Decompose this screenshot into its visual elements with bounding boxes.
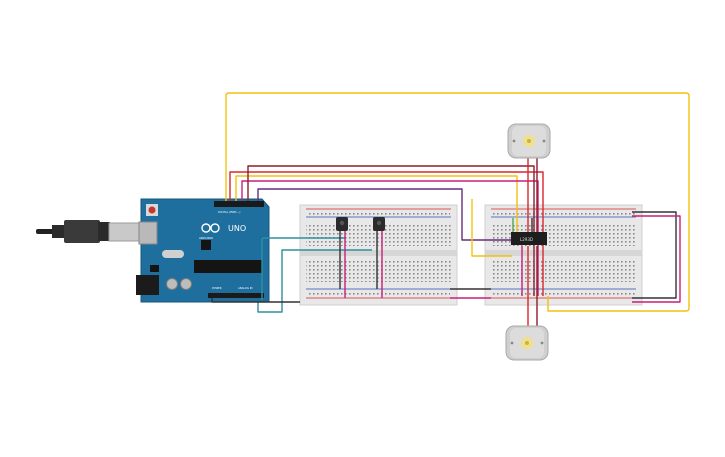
wire-teal-1 [261, 237, 346, 300]
wire-right-magenta [632, 215, 681, 303]
digital-header-label: DIGITAL (PWM ~) [218, 210, 240, 214]
chip-label: L293D [520, 237, 533, 242]
ir-sensor-1[interactable] [336, 217, 348, 231]
usb-cable [36, 220, 142, 243]
ir-sensor-2[interactable] [373, 217, 385, 231]
right-breadboard[interactable] [484, 204, 643, 306]
arduino-uno-board[interactable]: UNO ARDUINO DIGITAL (PWM ~) POWER ANALOG… [136, 198, 270, 303]
wire-yellow-loop [225, 92, 690, 312]
board-model-text: UNO [228, 224, 246, 233]
wire-yellow-side [471, 199, 512, 257]
wire-teal-2 [257, 249, 372, 313]
wire-yellow-top [235, 175, 518, 240]
power-header-label: POWER [212, 286, 222, 290]
top-dc-motor[interactable] [507, 123, 551, 159]
analog-header-label: ANALOG IN [238, 286, 252, 290]
motor-driver-chip[interactable]: L293D [511, 232, 547, 245]
wire-purple [257, 188, 512, 241]
board-brand-text: ARDUINO [199, 236, 214, 240]
wire-dark-red-top [247, 165, 535, 296]
wire-right-black [632, 211, 677, 299]
wire-black-gnd [211, 298, 300, 303]
bottom-dc-motor[interactable] [505, 325, 549, 361]
arduino-logo-icon [201, 223, 220, 233]
